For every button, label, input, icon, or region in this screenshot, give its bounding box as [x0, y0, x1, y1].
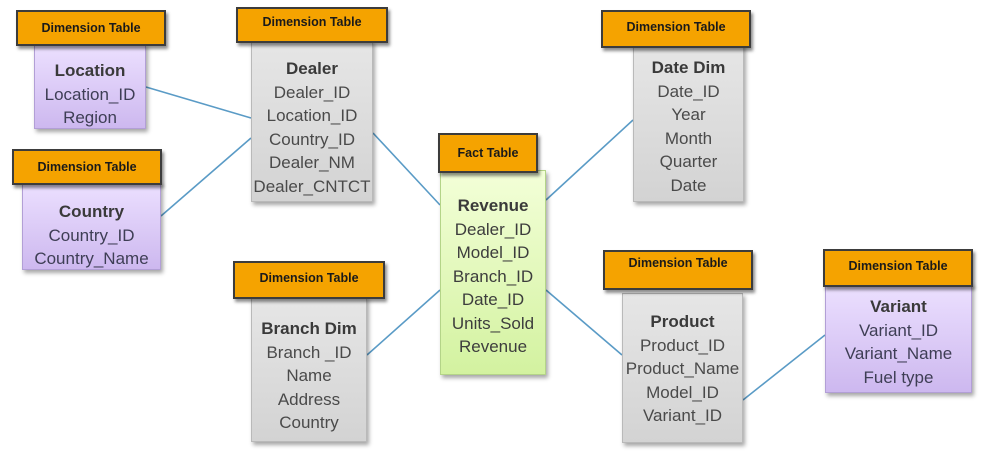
- revenue-table-title: Revenue: [457, 196, 529, 215]
- field-revenue-date-id: Date_ID: [461, 290, 525, 309]
- field-variant-id: Variant_ID: [858, 320, 939, 340]
- branch-dim-table-title: Branch Dim: [261, 319, 357, 338]
- field-product-id: Product_ID: [639, 335, 726, 355]
- field-product-name: Product_Name: [625, 359, 740, 378]
- field-product-variant-id: Variant_ID: [642, 406, 723, 425]
- product-table: Product Product_ID Product_Name Model_ID…: [622, 293, 743, 443]
- branch-dimension-tag: Dimension Table: [233, 261, 385, 299]
- field-country-name: Country_Name: [34, 249, 149, 268]
- field-region: Region: [63, 108, 117, 127]
- field-branch-name: Name: [286, 366, 332, 385]
- field-country-id: Country_ID: [48, 225, 135, 245]
- dealer-table-title: Dealer: [286, 59, 338, 78]
- field-revenue-branch-id: Branch_ID: [452, 266, 534, 286]
- variant-field-list: Variant_ID Variant_Name Fuel type: [826, 319, 971, 390]
- branch-field-list: Branch _ID Name Address Country: [252, 341, 366, 435]
- location-table-title: Location: [54, 61, 126, 80]
- field-quarter: Quarter: [659, 152, 718, 171]
- connector-date-revenue: [545, 119, 634, 201]
- field-revenue-units-sold: Units_Sold: [451, 313, 535, 333]
- location-field-list: Location_ID Region: [35, 83, 145, 130]
- field-revenue-model-id: Model_ID: [456, 243, 530, 262]
- country-table-title: Country: [58, 202, 125, 221]
- product-field-list: Product_ID Product_Name Model_ID Variant…: [623, 334, 742, 428]
- field-year: Year: [671, 105, 706, 124]
- connector-dealer-revenue: [372, 132, 441, 206]
- product-dimension-tag: Dimension Table: [603, 250, 753, 290]
- revenue-fact-table: Revenue Dealer_ID Model_ID Branch_ID Dat…: [440, 170, 546, 375]
- field-month: Month: [664, 128, 713, 148]
- dealer-table: Dealer Dealer_ID Location_ID Country_ID …: [251, 40, 373, 202]
- variant-table: Variant Variant_ID Variant_Name Fuel typ…: [825, 283, 972, 393]
- field-branch-id: Branch _ID: [266, 342, 352, 362]
- connector-product-variant: [742, 334, 826, 401]
- field-revenue-revenue: Revenue: [458, 337, 528, 356]
- date-dim-field-list: Date_ID Year Month Quarter Date: [634, 80, 743, 198]
- dealer-field-list: Dealer_ID Location_ID Country_ID Dealer_…: [252, 81, 372, 199]
- field-date-id: Date_ID: [657, 81, 720, 101]
- date-dimension-tag: Dimension Table: [601, 10, 751, 48]
- variant-dimension-tag: Dimension Table: [823, 249, 973, 287]
- country-field-list: Country_ID Country_Name: [23, 224, 160, 271]
- field-fuel-type: Fuel type: [863, 367, 934, 387]
- field-dealer-location-id: Location_ID: [266, 106, 358, 125]
- country-dimension-tag: Dimension Table: [12, 149, 162, 185]
- variant-table-title: Variant: [870, 297, 927, 316]
- revenue-fact-tag: Fact Table: [438, 133, 538, 173]
- dealer-dimension-tag: Dimension Table: [236, 7, 388, 43]
- field-product-model-id: Model_ID: [646, 382, 719, 402]
- field-dealer-country-id: Country_ID: [269, 129, 355, 149]
- field-dealer-nm: Dealer_NM: [269, 153, 355, 172]
- location-dimension-tag: Dimension Table: [16, 10, 166, 46]
- country-table: Country Country_ID Country_Name: [22, 182, 161, 270]
- field-revenue-dealer-id: Dealer_ID: [454, 219, 532, 239]
- date-dim-table-title: Date Dim: [651, 58, 726, 77]
- field-date: Date: [670, 175, 707, 195]
- connector-revenue-product: [545, 289, 623, 356]
- connector-branch-revenue: [366, 289, 441, 356]
- field-dealer-cntct: Dealer_CNTCT: [253, 176, 371, 196]
- field-branch-country: Country: [279, 413, 339, 432]
- field-dealer-id: Dealer_ID: [273, 82, 351, 102]
- location-table: Location Location_ID Region: [34, 44, 146, 129]
- field-location-id: Location_ID: [44, 84, 136, 104]
- field-variant-name: Variant_Name: [844, 344, 953, 363]
- date-dim-table: Date Dim Date_ID Year Month Quarter Date: [633, 42, 744, 202]
- connector-location-dealer: [145, 86, 252, 119]
- revenue-field-list: Dealer_ID Model_ID Branch_ID Date_ID Uni…: [441, 218, 545, 359]
- connector-country-dealer: [160, 137, 252, 217]
- branch-dim-table: Branch Dim Branch _ID Name Address Count…: [251, 296, 367, 442]
- field-branch-address: Address: [277, 389, 341, 409]
- product-table-title: Product: [650, 312, 715, 331]
